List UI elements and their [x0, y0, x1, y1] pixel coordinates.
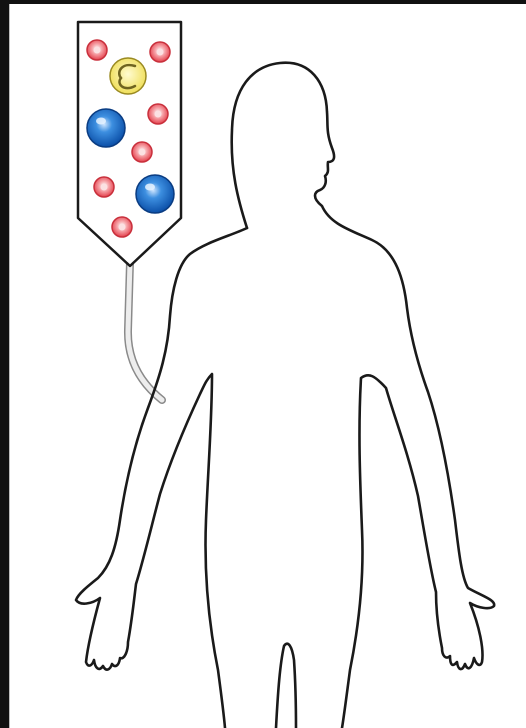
- red-blood-cell-icon: [87, 40, 107, 60]
- white-blood-cell-icon: [136, 175, 174, 213]
- white-blood-cell-icon: [87, 109, 125, 147]
- red-blood-cell-icon: [112, 217, 132, 237]
- red-blood-cell-icon: [150, 42, 170, 62]
- red-blood-cell-icon: [94, 177, 114, 197]
- red-blood-cell-icon: [132, 142, 152, 162]
- red-blood-cell-icon: [148, 104, 168, 124]
- platelet-cell-icon: [110, 58, 146, 94]
